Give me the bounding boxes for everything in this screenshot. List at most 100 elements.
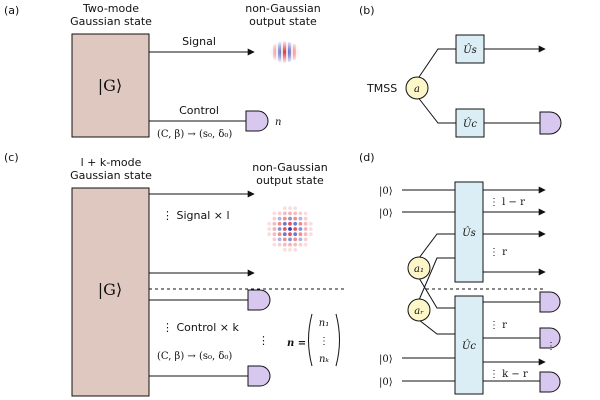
panel-c-right-paren (335, 313, 340, 367)
panel-c-control-label: ⋮ Control × k (162, 321, 239, 334)
lattice-dot (298, 211, 303, 216)
panel-b-tag: (b) (359, 4, 375, 17)
lattice-dot (293, 242, 298, 247)
panel-c-title-line2: Gaussian state (70, 169, 152, 182)
lattice-dot (282, 211, 287, 216)
panel-c: (c) l + k-mode Gaussian state non-Gaussi… (4, 151, 345, 397)
panel-c-gaussian-box (71, 187, 150, 397)
lattice-dot (282, 216, 287, 221)
lattice-dot (293, 247, 298, 252)
panel-d-uc-box (454, 295, 484, 395)
panel-c-tag: (c) (4, 151, 19, 164)
panel-a-wigner-blob (268, 40, 302, 64)
panel-d-node1-upper (418, 233, 455, 259)
panel-d-vacuum-4: |0⟩ (379, 377, 393, 388)
lattice-dot (308, 232, 313, 237)
lattice-dot (288, 237, 292, 242)
lattice-dot (303, 237, 308, 242)
lattice-dot (288, 221, 292, 226)
panel-d-detector-3 (539, 371, 561, 393)
lattice-dot (288, 216, 292, 221)
panel-d-us-box (454, 181, 484, 283)
panel-d-node1-lower (418, 277, 455, 309)
lattice-dot (282, 206, 287, 211)
lattice-dot (303, 242, 308, 247)
panel-a-control-label: Control (179, 104, 219, 117)
panel-d-label-r-top: ⋮ r (489, 247, 507, 258)
panel-c-n-vector-top: n₁ (319, 318, 329, 329)
lattice-dot (267, 221, 272, 226)
lattice-dot (288, 232, 292, 237)
panel-d-tag: (d) (359, 151, 375, 164)
panel-d-node-r-label: aᵣ (414, 306, 424, 317)
panel-d: (d) |0⟩ |0⟩ |0⟩ |0⟩ a₁ aᵣ Ûs Ûc ⋮ l − r … (359, 151, 561, 395)
lattice-dot (282, 247, 287, 252)
panel-b-tmss-node (405, 76, 429, 100)
lattice-dot (277, 211, 282, 216)
lattice-dot (277, 216, 282, 221)
panel-d-noder-lower (418, 319, 455, 335)
panel-b-uc-label: Ûc (463, 118, 477, 130)
panel-d-vdots: ⋮ (546, 341, 556, 352)
lattice-dot (293, 232, 298, 237)
panel-d-label-l-minus-r: ⋮ l − r (489, 197, 525, 208)
lattice-dot (277, 221, 282, 226)
panel-d-detector-1 (539, 291, 561, 313)
lattice-dot (282, 232, 287, 237)
panel-c-wigner-lattice (267, 206, 313, 252)
panel-c-n-vector-dots: ⋮ (319, 336, 329, 347)
panel-c-output-line2: output state (256, 174, 324, 187)
panel-d-vacuum-2: |0⟩ (379, 208, 393, 219)
panel-c-detector-1 (247, 289, 271, 311)
lattice-dot (277, 232, 282, 237)
lattice-dot (303, 232, 308, 237)
panel-b: (b) TMSS a Ûs Ûc (359, 4, 562, 138)
panel-b-detector (539, 111, 562, 135)
lattice-dot (298, 221, 303, 226)
panel-d-label-k-minus-r: ⋮ k − r (489, 369, 528, 380)
lattice-dot (277, 242, 282, 247)
panel-a-tag: (a) (4, 4, 19, 17)
lattice-dot (288, 227, 292, 231)
lattice-dot (272, 242, 277, 247)
lattice-dot (293, 211, 298, 216)
lattice-dot (282, 227, 287, 231)
lattice-dot (267, 232, 272, 237)
lattice-dot (272, 227, 277, 231)
lattice-dot (298, 232, 303, 237)
panel-d-vacuum-1: |0⟩ (379, 186, 393, 197)
panel-a-mapping: (C, β) → (s₀, δ₀) (157, 129, 232, 140)
panel-c-box-label: |G⟩ (98, 280, 122, 299)
panel-d-detector-2 (539, 327, 561, 349)
lattice-dot (293, 227, 298, 231)
panel-a-title-line1: Two-mode (82, 2, 139, 15)
panel-b-us-box (455, 34, 485, 64)
panel-c-n-vector-lhs: n = (287, 338, 306, 349)
panel-b-lower-branch (416, 95, 456, 124)
panel-b-tmss-label: TMSS (366, 82, 397, 95)
lattice-dot (272, 232, 277, 237)
lattice-dot (293, 237, 298, 242)
panel-c-detector-2 (247, 365, 271, 387)
lattice-dot (293, 216, 298, 221)
lattice-dot (288, 247, 292, 252)
lattice-dot (282, 221, 287, 226)
panel-a: (a) Two-mode Gaussian state non-Gaussian… (4, 2, 321, 140)
lattice-dot (272, 211, 277, 216)
lattice-dot (288, 242, 292, 247)
lattice-dot (308, 227, 313, 231)
panel-d-uc-label: Ûc (462, 340, 476, 352)
panel-c-control-vdots: ⋮ (258, 334, 269, 347)
lattice-dot (293, 206, 298, 211)
lattice-dot (282, 242, 287, 247)
panel-a-signal-label: Signal (182, 35, 216, 48)
lattice-dot (272, 221, 277, 226)
lattice-dot (277, 227, 282, 231)
panel-b-us-label: Ûs (463, 44, 477, 56)
panel-d-noder-upper (418, 257, 455, 301)
lattice-dot (288, 211, 292, 216)
panel-c-mapping: (C, β) → (s₀, δ₀) (157, 351, 232, 362)
panel-d-vacuum-3: |0⟩ (379, 354, 393, 365)
lattice-dot (298, 216, 303, 221)
